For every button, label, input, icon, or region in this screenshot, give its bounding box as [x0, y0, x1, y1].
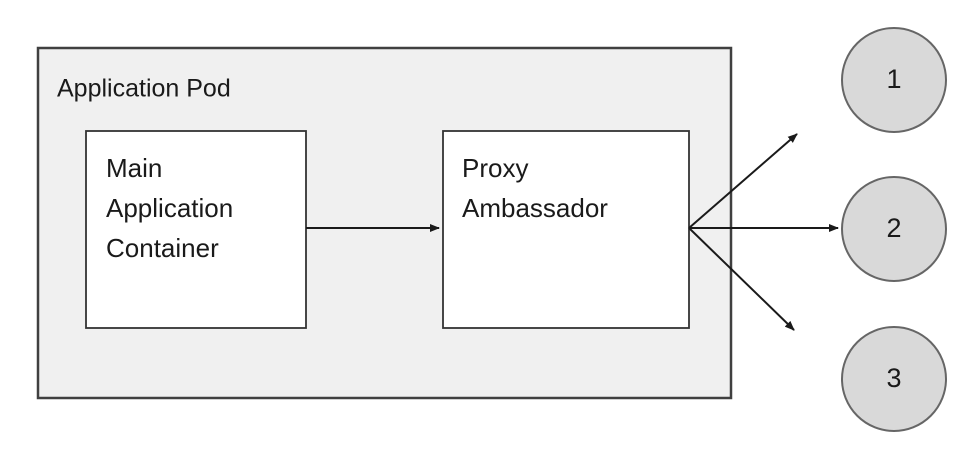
service-circle-3-label: 3	[886, 363, 901, 393]
service-circle-2	[841, 176, 947, 282]
main-application-container-box	[85, 130, 307, 329]
service-circle-3	[841, 326, 947, 432]
connector-proxy-to-service-1	[688, 133, 798, 229]
proxy-ambassador-label-line-2: Ambassador	[462, 193, 608, 223]
connector-proxy-to-service-3	[688, 227, 795, 331]
service-circle-1	[841, 27, 947, 133]
main-application-container-label-line-2: Application	[106, 193, 233, 223]
main-application-container-label-line-3: Container	[106, 233, 219, 263]
application-pod-label: Application Pod	[57, 75, 231, 103]
main-application-container-label-line-1: Main	[106, 153, 162, 183]
proxy-ambassador-label-line-1: Proxy	[462, 153, 528, 183]
proxy-ambassador-container-box	[442, 130, 690, 329]
service-circle-2-label: 2	[886, 213, 901, 243]
service-circle-1-label: 1	[886, 64, 901, 94]
